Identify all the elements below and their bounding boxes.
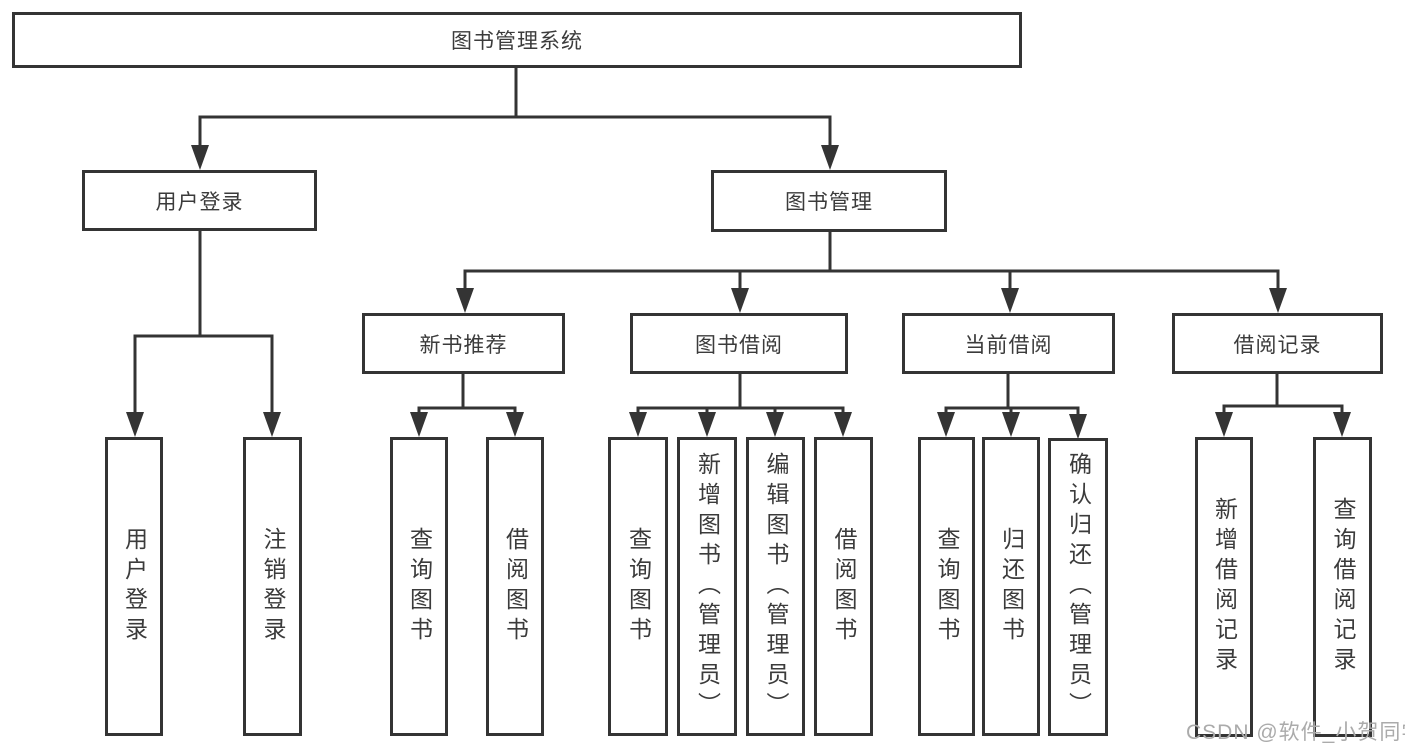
node-borrowing-records: 借阅记录 [1172,313,1383,374]
node-label: 查询图书 [406,526,433,647]
node-new-book-recommendation: 新书推荐 [362,313,565,374]
node-label: 借阅记录 [1233,333,1322,357]
node-label: 查询借阅记录 [1330,497,1356,677]
arrowhead [937,412,955,437]
leaf-confirm-return-admin: 确认归还（管理员） [1048,438,1108,736]
arrowhead [126,412,144,437]
node-label: 用户登录 [155,190,244,214]
node-label: 图书管理系统 [451,30,583,53]
node-label: 借阅图书 [502,526,529,647]
node-library-management-system: 图书管理系统 [12,12,1022,68]
node-book-management-branch: 图书管理 [711,170,947,232]
arrowhead [834,412,852,437]
leaf-borrow-books: 借阅图书 [486,437,544,736]
connector-user-login-children [133,231,274,414]
connector-root-to-level2 [198,68,832,147]
arrowheads [126,145,1351,439]
node-label: 编辑图书（管理员） [763,451,789,722]
node-book-borrowing: 图书借阅 [630,313,848,374]
node-label: 新书推荐 [419,333,508,357]
node-user-login-branch: 用户登录 [82,170,317,231]
arrowhead [1001,288,1019,313]
arrowhead [1002,412,1020,437]
leaf-query-books: 查询图书 [918,437,975,736]
arrowhead [629,412,647,437]
leaf-add-borrow-record: 新增借阅记录 [1195,437,1253,737]
arrowhead [506,412,524,437]
arrowhead [698,412,716,437]
node-label: 新增借阅记录 [1211,497,1238,677]
node-label: 注销登录 [260,526,286,647]
leaf-add-books-admin: 新增图书（管理员） [677,437,737,736]
connector-new-book-rec-children [417,374,517,414]
node-label: 查询图书 [934,526,960,647]
node-label: 查询图书 [625,526,652,647]
csdn-watermark: CSDN @软件_小贺同学 [1186,721,1405,744]
arrowhead [1269,288,1287,313]
node-current-borrowing: 当前借阅 [902,313,1115,374]
arrowhead [1333,412,1351,437]
leaf-user-login: 用户登录 [105,437,163,736]
leaf-borrow-books: 借阅图书 [814,437,873,736]
connector-borrow-records-children [1222,374,1344,414]
leaf-query-borrow-record: 查询借阅记录 [1313,437,1372,737]
node-label: 图书借阅 [695,333,783,357]
leaf-edit-books-admin: 编辑图书（管理员） [746,437,805,736]
arrowhead [731,288,749,313]
connector-current-borrow-children [944,374,1080,416]
node-label: 当前借阅 [964,333,1053,357]
node-label: 用户登录 [121,526,148,647]
node-label: 确认归还（管理员） [1065,452,1092,722]
leaf-return-books: 归还图书 [982,437,1040,736]
arrowhead [263,412,281,437]
arrowhead [456,288,474,313]
leaf-query-books: 查询图书 [390,437,448,736]
leaf-logout: 注销登录 [243,437,302,736]
leaf-query-books: 查询图书 [608,437,668,736]
arrowhead [1069,414,1087,439]
connector-book-borrow-children [636,374,845,414]
arrowhead [191,145,209,170]
node-label: 新增图书（管理员） [694,451,721,722]
connector-book-mgmt-children [463,232,1280,291]
node-label: 图书管理 [785,191,873,214]
arrowhead [766,412,784,437]
arrowhead [1215,412,1233,437]
node-label: 归还图书 [998,526,1025,647]
node-label: 借阅图书 [831,526,857,647]
arrowhead [821,145,839,170]
arrowhead [410,412,428,437]
